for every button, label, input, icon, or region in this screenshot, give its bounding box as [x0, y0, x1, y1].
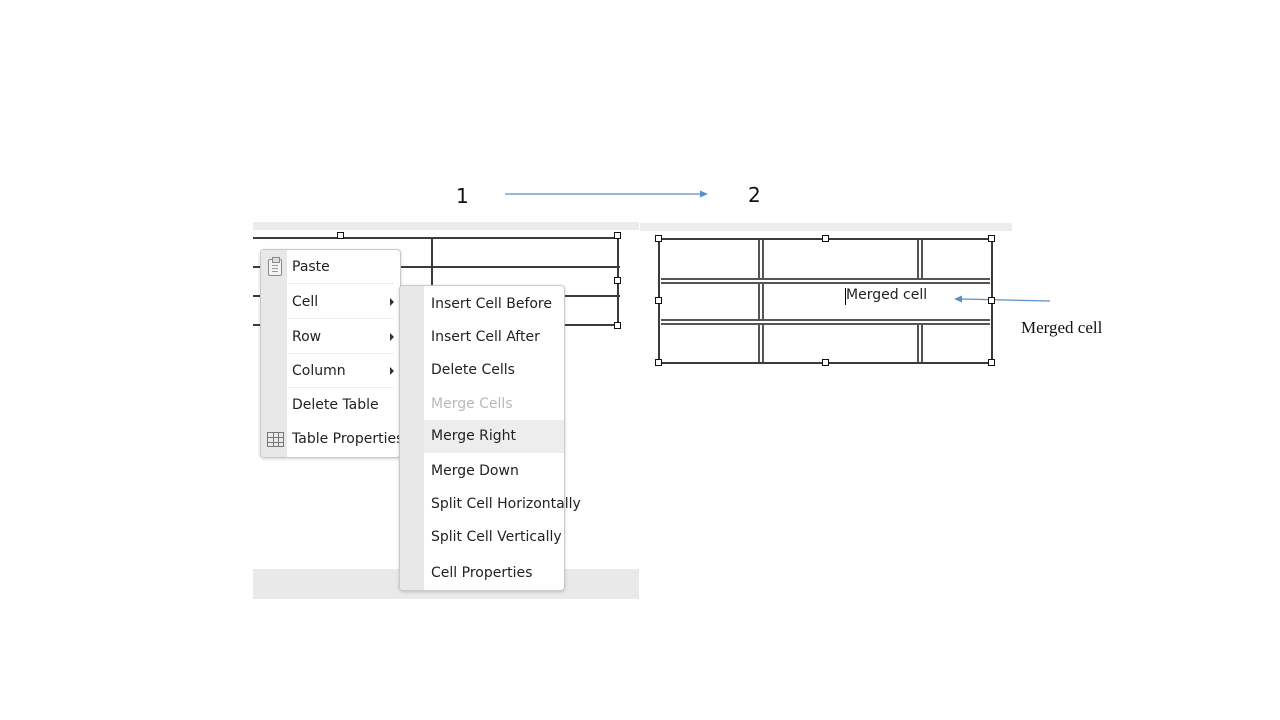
menu-item-delete-table[interactable]: Delete Table — [261, 389, 400, 423]
menu-item-label: Delete Cells — [431, 362, 515, 378]
resize-handle-top[interactable] — [822, 235, 829, 242]
context-menu: Paste Cell Row Column Delete Table Table… — [260, 249, 404, 458]
chevron-right-icon — [390, 298, 394, 306]
menu-item-label: Table Properties — [292, 431, 404, 447]
resize-handle-bottom-right[interactable] — [988, 359, 995, 366]
chevron-right-icon — [390, 333, 394, 341]
menu-item-label: Split Cell Vertically — [431, 529, 562, 545]
editor-toolbar-strip — [253, 222, 639, 230]
menu-item-split-cell-vertically[interactable]: Split Cell Vertically — [400, 520, 564, 553]
menu-item-paste[interactable]: Paste — [261, 250, 400, 284]
menu-item-label: Split Cell Horizontally — [431, 496, 581, 512]
menu-item-label: Cell Properties — [431, 565, 533, 581]
cell-submenu: Insert Cell Before Insert Cell After Del… — [399, 285, 581, 591]
menu-item-label: Insert Cell After — [431, 329, 540, 345]
menu-item-label: Merge Down — [431, 463, 519, 479]
menu-item-label: Merge Right — [431, 428, 517, 444]
step-arrow-icon — [505, 190, 708, 198]
menu-item-merge-cells: Merge Cells — [400, 387, 564, 420]
menu-item-label: Insert Cell Before — [431, 296, 552, 312]
step-2-label: 2 — [748, 183, 761, 207]
editor-toolbar-strip — [640, 223, 1012, 231]
menu-item-insert-cell-before[interactable]: Insert Cell Before — [400, 288, 564, 321]
merged-cell-annotation: Merged cell — [1021, 318, 1103, 337]
resize-handle-bottom-right[interactable] — [614, 322, 621, 329]
resize-handle-top-right[interactable] — [614, 232, 621, 239]
resize-handle-top-right[interactable] — [988, 235, 995, 242]
resize-handle-bottom[interactable] — [822, 359, 829, 366]
annotation-arrow-icon — [954, 295, 1051, 303]
step-1-label: 1 — [456, 184, 469, 208]
menu-item-column[interactable]: Column — [261, 354, 400, 388]
menu-item-label: Delete Table — [292, 397, 379, 413]
menu-item-cell[interactable]: Cell — [261, 285, 400, 319]
merged-cell-text[interactable]: Merged cell — [846, 287, 928, 303]
menu-item-label: Paste — [292, 259, 330, 275]
menu-item-merge-down[interactable]: Merge Down — [400, 454, 564, 487]
menu-item-label: Row — [292, 329, 322, 345]
resize-handle-bottom-left[interactable] — [655, 359, 662, 366]
chevron-right-icon — [390, 367, 394, 375]
resize-handle-top[interactable] — [337, 232, 344, 239]
text-caret — [845, 288, 846, 305]
resize-handle-right[interactable] — [614, 277, 621, 284]
menu-item-row[interactable]: Row — [261, 320, 400, 354]
resize-handle-right[interactable] — [988, 297, 995, 304]
menu-item-label: Merge Cells — [431, 396, 513, 412]
menu-item-insert-cell-after[interactable]: Insert Cell After — [400, 321, 564, 354]
resize-handle-left[interactable] — [655, 297, 662, 304]
resize-handle-top-left[interactable] — [655, 235, 662, 242]
table-icon — [267, 432, 284, 447]
paste-icon — [268, 257, 282, 276]
menu-item-label: Column — [292, 363, 346, 379]
menu-item-split-cell-horizontally[interactable]: Split Cell Horizontally — [400, 487, 581, 520]
menu-item-delete-cells[interactable]: Delete Cells — [400, 354, 564, 387]
menu-item-label: Cell — [292, 294, 319, 310]
menu-item-merge-right[interactable]: Merge Right — [424, 420, 564, 453]
menu-item-table-properties[interactable]: Table Properties — [261, 423, 404, 457]
menu-item-cell-properties[interactable]: Cell Properties — [400, 556, 564, 589]
